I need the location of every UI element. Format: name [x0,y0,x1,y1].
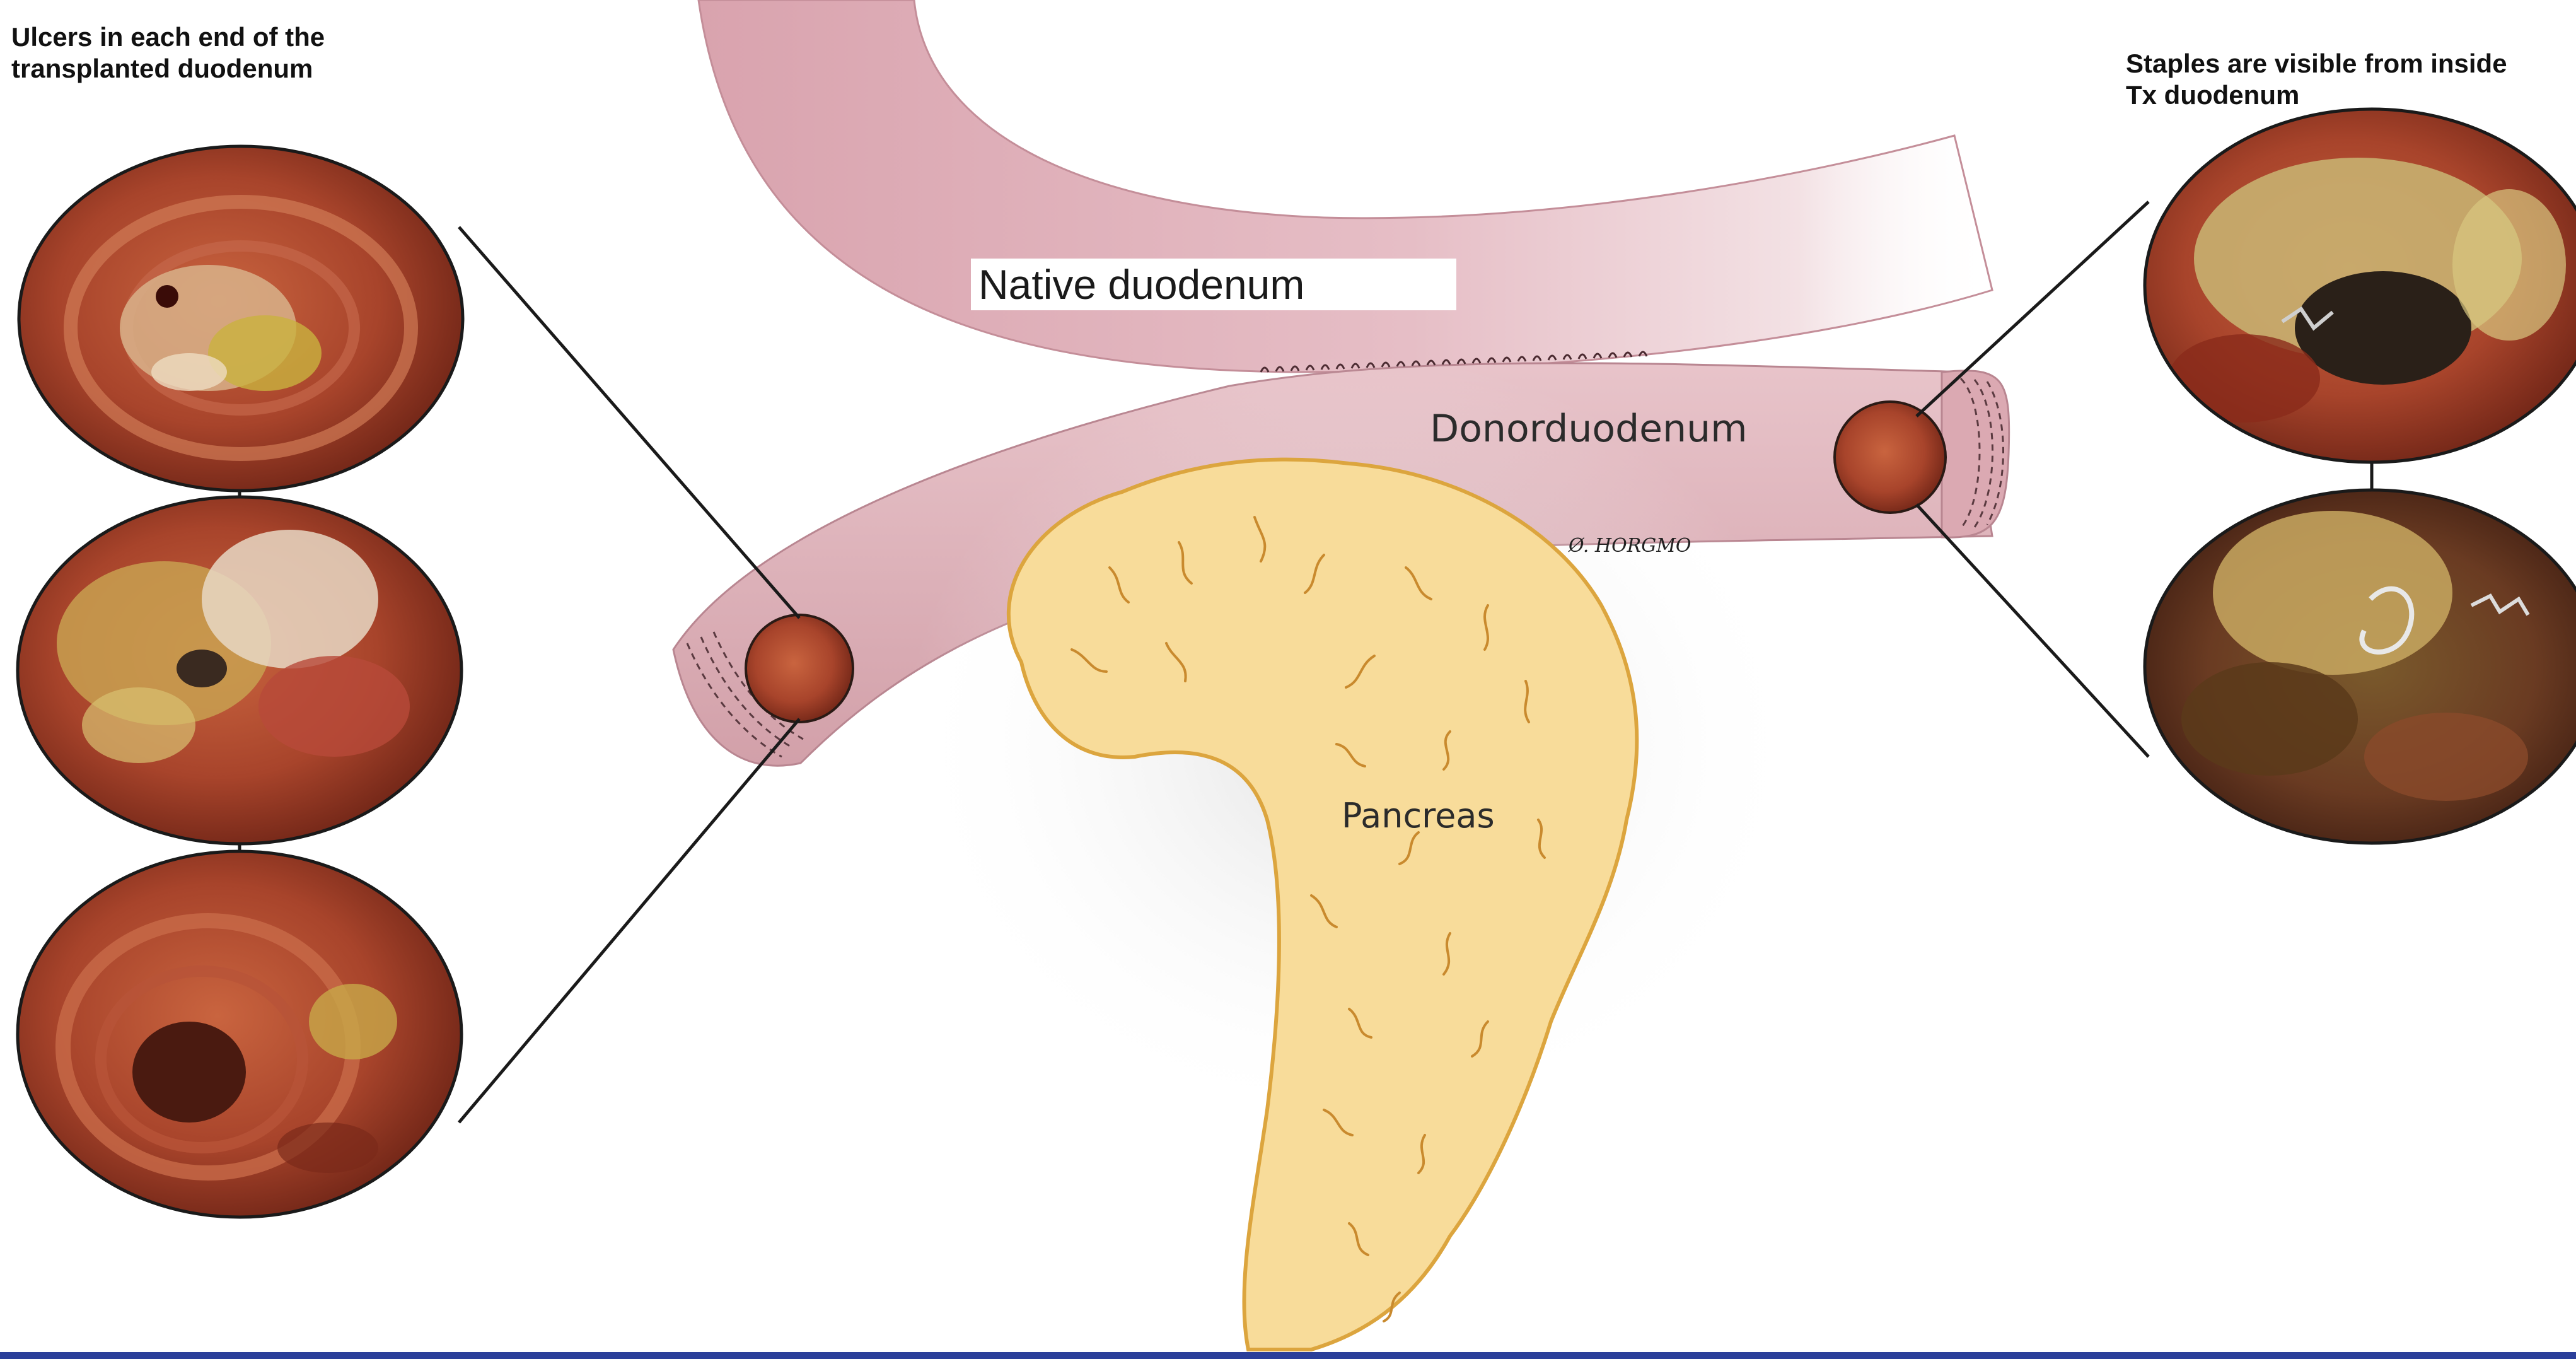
label-native-duodenum: Native duodenum [971,259,1456,310]
endoscopy-image-left-3 [18,851,461,1217]
caption-right: Staples are visible from inside Tx duode… [2126,48,2507,111]
endoscopy-site-right [1835,402,1946,513]
caption-left-line-2: transplanted duodenum [11,53,325,85]
bottom-rule [0,1352,2576,1359]
caption-right-line-2: Tx duodenum [2126,79,2507,111]
endoscopy-image-left-1 [19,146,463,491]
caption-left-line-1: Ulcers in each end of the [11,21,325,53]
endoscopy-image-right-2 [2145,490,2576,843]
caption-left: Ulcers in each end of the transplanted d… [11,21,325,85]
label-pancreas: Pancreas [1342,796,1495,836]
donor-duodenum-right-end [1942,371,2009,537]
artist-signature: Ø. HORGMO [1569,535,1691,557]
label-donor-duodenum: Donorduodenum [1430,407,1748,451]
endoscopy-site-left [746,615,853,722]
caption-right-line-1: Staples are visible from inside [2126,48,2507,79]
endoscopy-image-right-1 [2145,109,2576,462]
native-duodenum-shape [699,0,1992,372]
endoscopy-image-left-2 [18,497,461,844]
